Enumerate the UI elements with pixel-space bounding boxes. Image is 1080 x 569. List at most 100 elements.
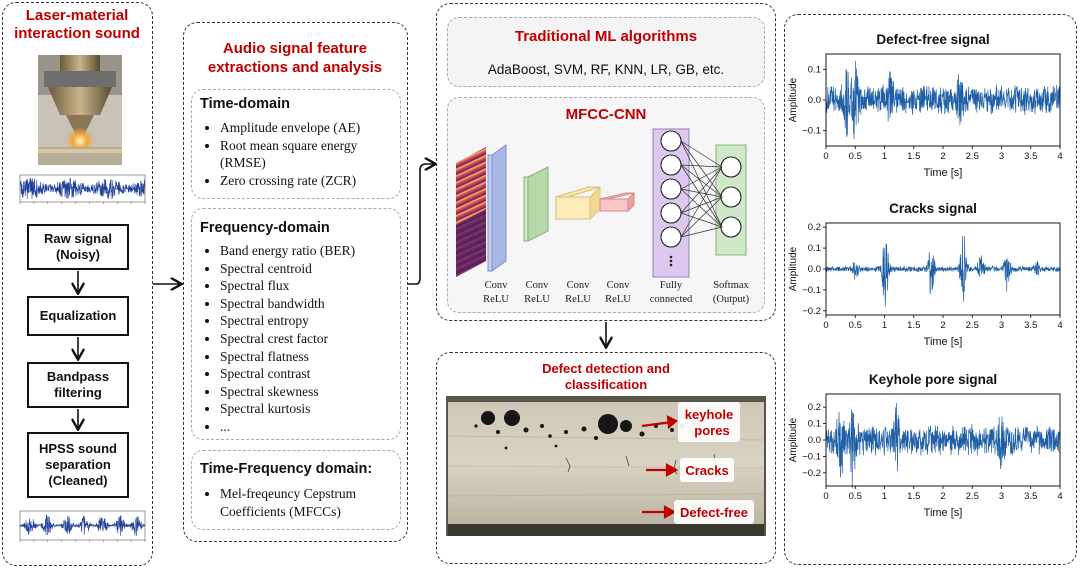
features-title: Audio signal feature extractions and ana… [207,40,383,76]
x-tick-label: 2 [940,320,945,331]
x-tick-label: 4 [1057,151,1062,162]
layer-label-relu1: ReLU [483,294,509,305]
frequency-domain-title: Frequency-domain [200,220,330,236]
conv-layer-4 [599,191,635,213]
x-axis-label: Time [s] [924,507,963,519]
layer-label-fully: Fully [660,280,683,291]
x-tick-label: 2.5 [966,491,979,502]
conv-layer-1 [487,144,507,272]
traditional-ml-box: Traditional ML algorithms AdaBoost, SVM,… [447,17,765,87]
softmax-node [720,156,742,178]
time-frequency-list: Mel-freqeuncy Cepstrum Coefficients (MFC… [202,485,356,520]
cleaned-signal-thumbnail [19,510,146,542]
conv-layer-2 [523,166,549,242]
x-tick-label: 4 [1057,320,1062,331]
x-tick-label: 1 [882,491,887,502]
fc-edge [680,164,723,198]
fc-edge [680,188,723,228]
x-tick-label: 1.5 [907,151,920,162]
signal-trace [825,60,1061,140]
fc-edge [680,140,723,198]
time-frequency-title: Time-Frequency domain: [200,461,373,477]
keyhole-label: keyhole [685,407,733,422]
chart-title-cracks: Cracks signal [889,201,977,216]
fc-node [660,154,682,176]
fc-edge [680,140,723,228]
softmax-node [720,186,742,208]
signal-trace [825,402,1061,489]
chart-title-keyhole: Keyhole pore signal [868,372,998,387]
layer-label-conv4: Conv [607,280,631,291]
time-domain-box: Time-domain Amplitude envelope (AE) Root… [191,89,401,199]
time-domain-title: Time-domain [200,96,290,112]
acquisition-panel: Laser-material interaction sound [2,2,153,566]
layer-label-conv2: Conv [526,280,550,291]
fc-node [660,178,682,200]
equalization-step: Equalization [27,296,129,336]
x-tick-label: 3 [999,491,1004,502]
list-item: Spectral kurtosis [220,400,355,418]
y-tick-label: 0.1 [808,243,821,254]
layer-label-connected: connected [650,294,693,305]
y-tick-label: −0.1 [802,126,821,137]
x-tick-label: 3.5 [1024,491,1037,502]
x-tick-label: 1.5 [907,320,920,331]
detection-panel: Defect detection and classification [436,352,776,564]
mfcc-cnn-title: MFCC-CNN [565,106,647,123]
layer-label-conv1: Conv [485,280,509,291]
y-tick-label: 0.0 [808,95,821,106]
x-tick-label: 0 [823,491,828,502]
fc-node [660,226,682,248]
layer-label-relu2: ReLU [524,294,550,305]
list-item: Spectral flatness [220,348,355,366]
traditional-ml-title: Traditional ML algorithms [514,28,698,45]
fc-edge [680,166,723,238]
thumb-trace [19,513,146,537]
fc-edge [680,164,723,168]
y-tick-label: 0.1 [808,419,821,430]
layer-label-output: (Output) [713,294,750,305]
softmax-node [720,216,742,238]
y-tick-label: 0.2 [808,402,821,413]
list-item: Spectral bandwidth [220,295,355,313]
y-tick-label: 0.2 [808,222,821,233]
x-tick-label: 3.5 [1024,320,1037,331]
x-tick-label: 0 [823,320,828,331]
x-tick-label: 0.5 [849,151,862,162]
x-tick-label: 3 [999,320,1004,331]
fc-ellipsis-dot [669,259,673,263]
conv-layer-3 [555,185,601,221]
y-tick-label: −0.2 [802,468,821,479]
acquisition-title: Laser-material interaction sound [14,7,140,42]
x-tick-label: 1 [882,320,887,331]
list-item: Coefficients (MFCCs) [220,503,341,519]
x-tick-label: 2.5 [966,320,979,331]
signals-panel [784,14,1077,565]
y-tick-label: 0.1 [808,64,821,75]
models-panel [436,3,776,321]
weld-sample-image: keyhole pores Cracks Defect-free [446,396,766,536]
y-axis-label: Amplitude [788,77,799,122]
fc-edge [680,226,723,238]
x-axis-label: Time [s] [924,167,963,179]
list-item: Spectral skewness [220,383,355,401]
x-tick-label: 1.5 [907,491,920,502]
time-domain-list: Amplitude envelope (AE) Root mean square… [202,119,360,189]
x-tick-label: 3.5 [1024,151,1037,162]
cracks-label: Cracks [685,463,728,478]
fc-ellipsis-dot [669,255,673,259]
detection-title: Defect detection and classification [542,361,670,392]
layer-label-relu3: ReLU [565,294,591,305]
fc-ellipsis-dot [669,263,673,267]
list-item: Spectral entropy [220,312,355,330]
chart-title-defect-free: Defect-free signal [876,32,990,47]
fc-edge [680,166,723,214]
fc-edge [680,196,723,238]
fc-edge [680,166,723,190]
x-tick-label: 1 [882,151,887,162]
y-axis-label: Amplitude [788,417,799,462]
x-tick-label: 0.5 [849,491,862,502]
list-item: Mel-freqeuncy Cepstrum [220,485,356,503]
